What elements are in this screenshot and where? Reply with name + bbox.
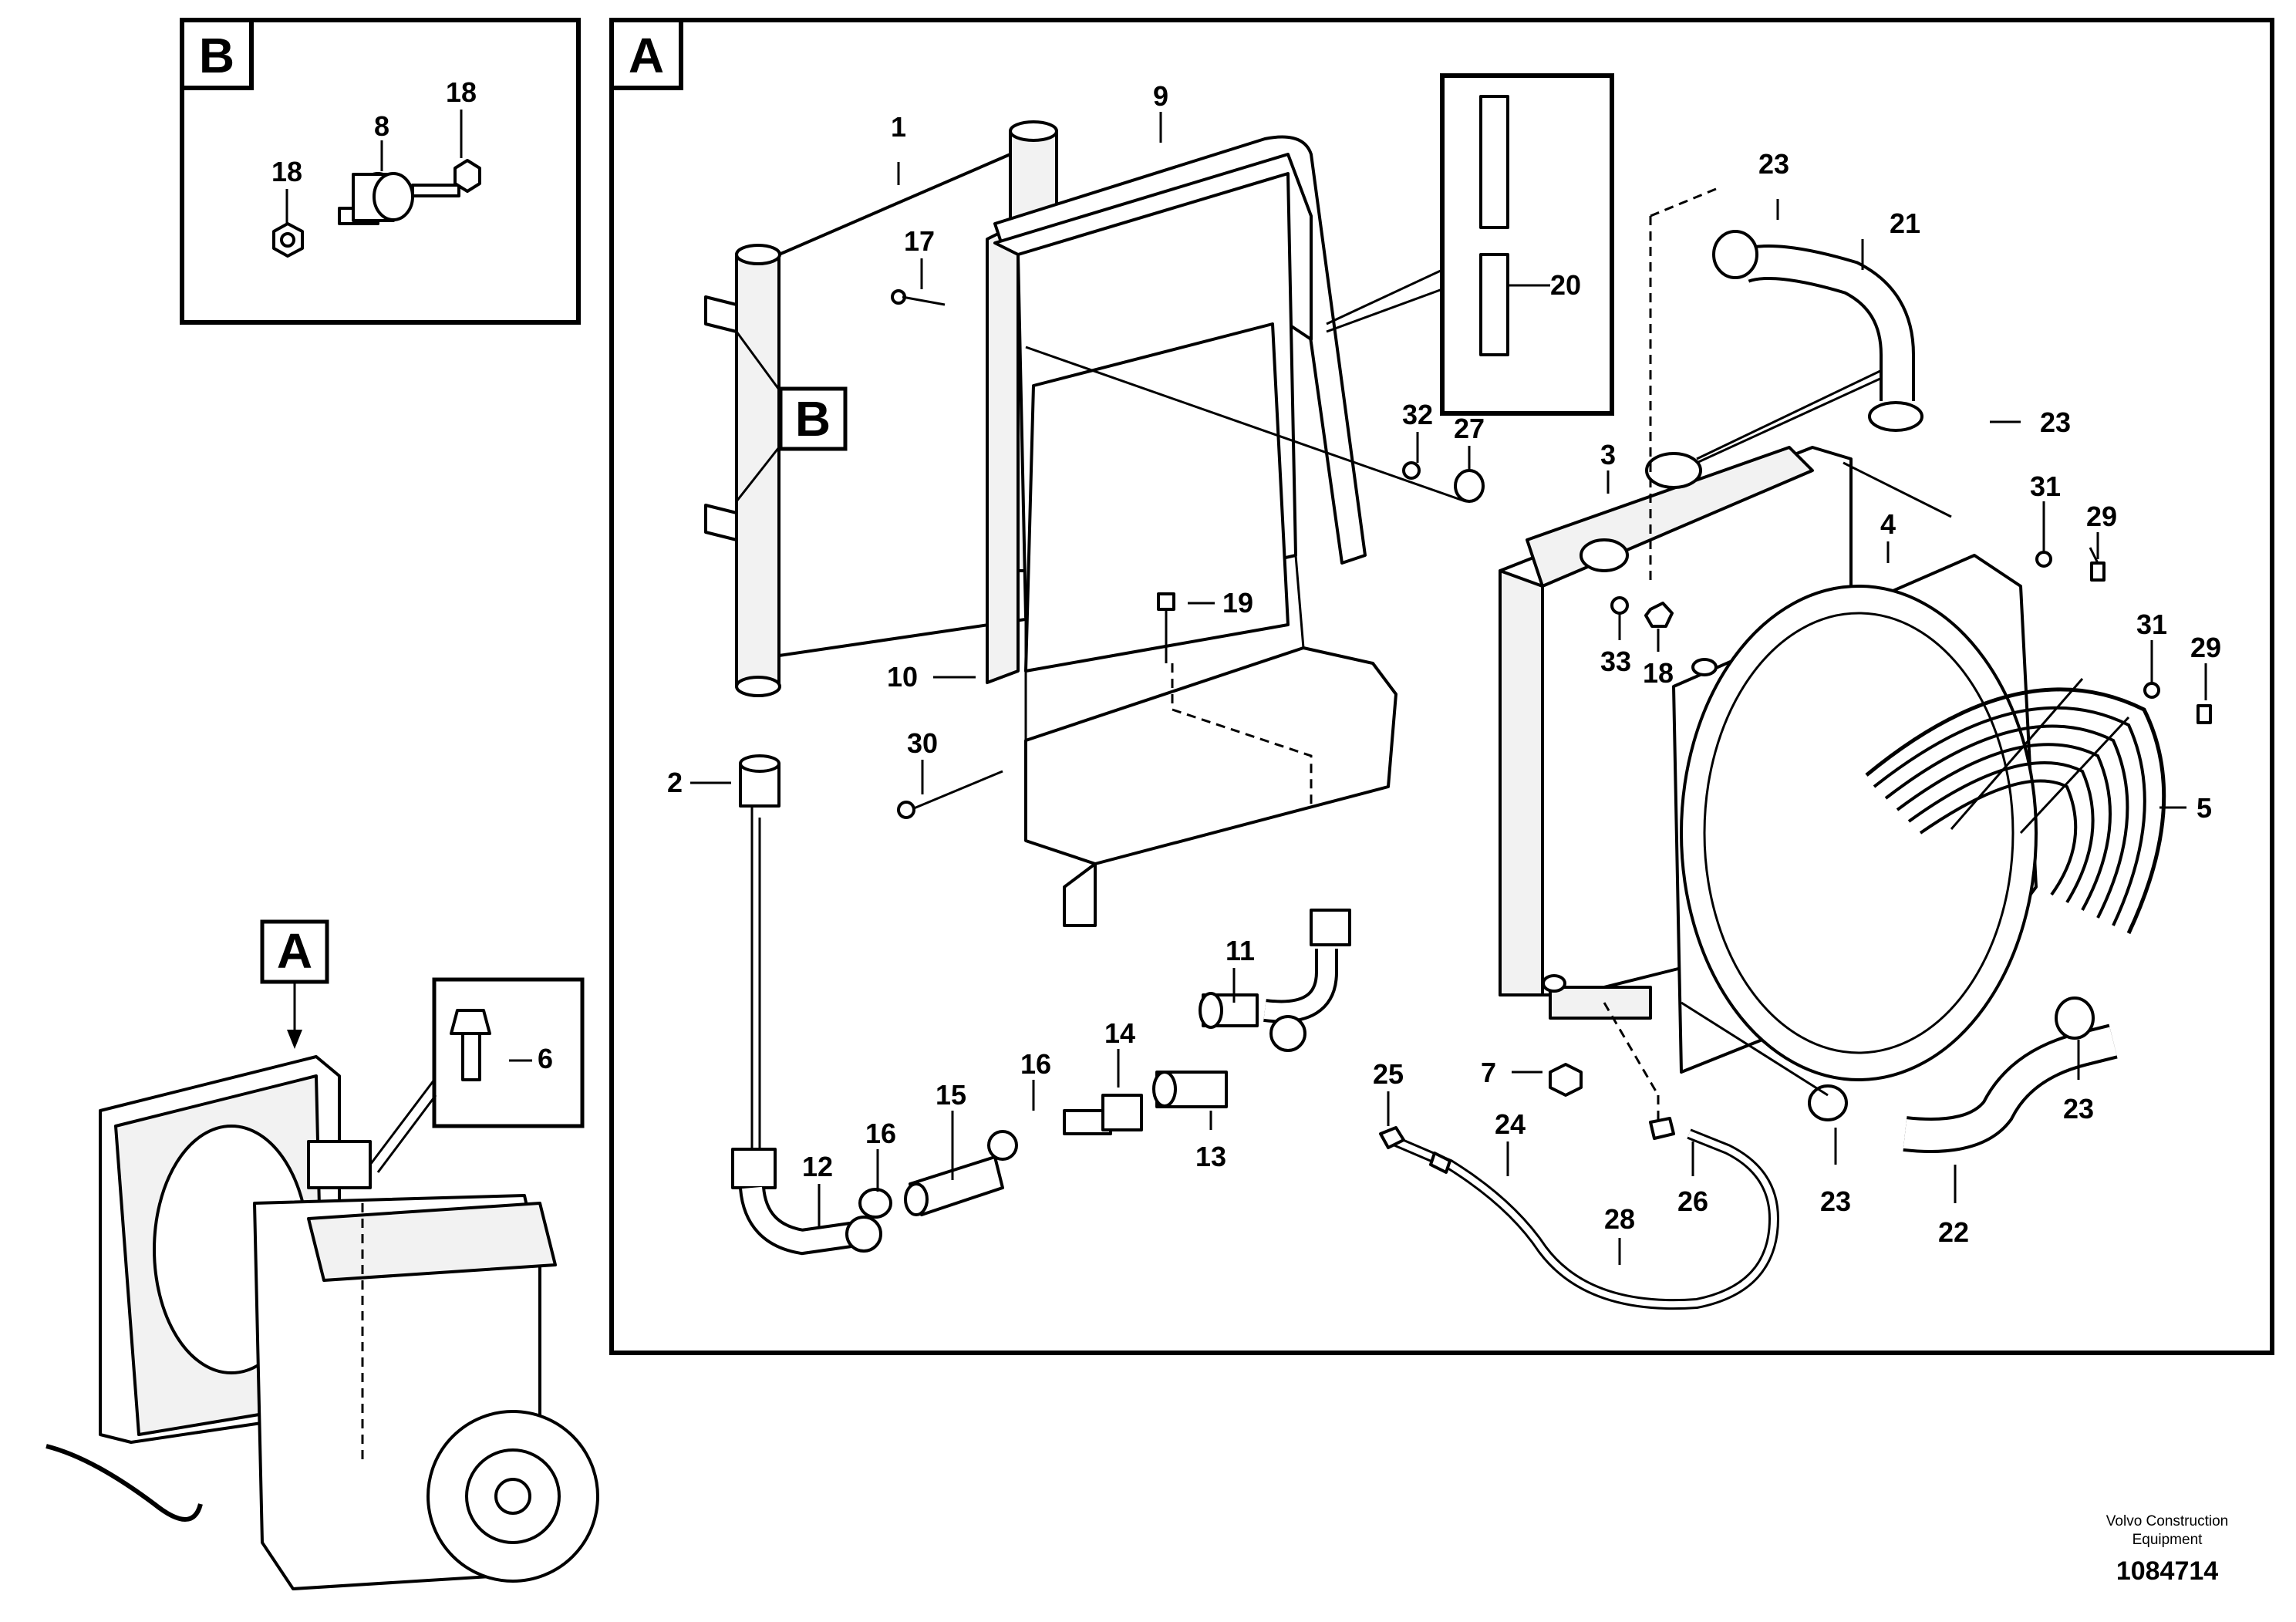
label-2: 2 bbox=[667, 767, 683, 798]
label-16-right: 16 bbox=[1020, 1048, 1051, 1080]
label-10: 10 bbox=[887, 661, 918, 693]
label-28: 28 bbox=[1604, 1203, 1635, 1235]
label-25: 25 bbox=[1373, 1058, 1404, 1090]
b-reference-letter: B bbox=[795, 391, 831, 447]
rubber-mount-part bbox=[272, 159, 481, 258]
label-17: 17 bbox=[904, 225, 935, 257]
label-23-right: 23 bbox=[2040, 406, 2071, 438]
label-15: 15 bbox=[936, 1079, 966, 1111]
label-31-lower: 31 bbox=[2136, 609, 2167, 640]
insulation-strip-detail bbox=[1326, 73, 1614, 416]
label-3: 3 bbox=[1600, 439, 1616, 470]
label-23-top: 23 bbox=[1758, 148, 1789, 180]
label-8: 8 bbox=[374, 110, 389, 142]
part-labels: 1 9 17 20 10 19 30 2 32 27 23 21 23 3 4 … bbox=[538, 80, 2221, 1265]
label-23-lower-left: 23 bbox=[1820, 1185, 1851, 1217]
label-14: 14 bbox=[1104, 1017, 1135, 1049]
panel-a-letter: A bbox=[629, 28, 664, 83]
label-22: 22 bbox=[1938, 1216, 1969, 1248]
fan-guard-part bbox=[1865, 678, 2166, 935]
label-4: 4 bbox=[1880, 508, 1896, 540]
upper-hose-part bbox=[1712, 230, 1923, 432]
panel-b-letter: B bbox=[199, 28, 234, 83]
label-18-a: 18 bbox=[1643, 657, 1674, 689]
radiator-frame-part bbox=[986, 135, 1397, 927]
label-16-left: 16 bbox=[865, 1118, 896, 1149]
label-18-right: 18 bbox=[446, 76, 477, 108]
label-1: 1 bbox=[891, 111, 906, 143]
b-reference-callout: B bbox=[735, 331, 848, 502]
footer: Volvo Construction Equipment 1084714 bbox=[2106, 1513, 2228, 1586]
label-24: 24 bbox=[1495, 1108, 1526, 1140]
label-7: 7 bbox=[1481, 1057, 1496, 1088]
label-29-lower: 29 bbox=[2190, 632, 2221, 663]
drawing-number: 1084714 bbox=[2116, 1556, 2218, 1586]
label-9: 9 bbox=[1153, 80, 1168, 112]
company-name-line2: Equipment bbox=[2132, 1532, 2203, 1548]
a-reference-letter: A bbox=[277, 923, 312, 979]
label-18-left: 18 bbox=[271, 156, 302, 187]
label-5: 5 bbox=[2197, 792, 2212, 824]
lower-hose-part bbox=[1808, 996, 2118, 1153]
label-29-upper: 29 bbox=[2086, 501, 2117, 532]
label-6: 6 bbox=[538, 1043, 553, 1074]
panel-b: B 8 18 18 bbox=[180, 18, 581, 325]
label-31-upper: 31 bbox=[2030, 470, 2061, 502]
engine-overview: A bbox=[46, 919, 599, 1590]
label-20: 20 bbox=[1550, 269, 1581, 301]
hose-fittings-part bbox=[731, 754, 1351, 1256]
fan-shroud-part bbox=[1672, 554, 2038, 1081]
label-30: 30 bbox=[907, 727, 938, 759]
label-12: 12 bbox=[802, 1151, 833, 1182]
company-name-line1: Volvo Construction bbox=[2106, 1513, 2228, 1529]
label-19: 19 bbox=[1222, 587, 1253, 619]
label-23-lower-right: 23 bbox=[2063, 1093, 2094, 1125]
label-32: 32 bbox=[1402, 399, 1433, 430]
panel-a: A bbox=[609, 18, 2274, 1355]
label-27: 27 bbox=[1454, 413, 1485, 444]
label-13: 13 bbox=[1195, 1141, 1226, 1172]
drain-hose-part bbox=[1379, 1117, 1780, 1310]
label-21: 21 bbox=[1890, 207, 1920, 239]
label-26: 26 bbox=[1677, 1185, 1708, 1217]
label-11: 11 bbox=[1226, 935, 1255, 966]
label-33: 33 bbox=[1600, 646, 1631, 677]
fasteners-part bbox=[891, 289, 2212, 1097]
